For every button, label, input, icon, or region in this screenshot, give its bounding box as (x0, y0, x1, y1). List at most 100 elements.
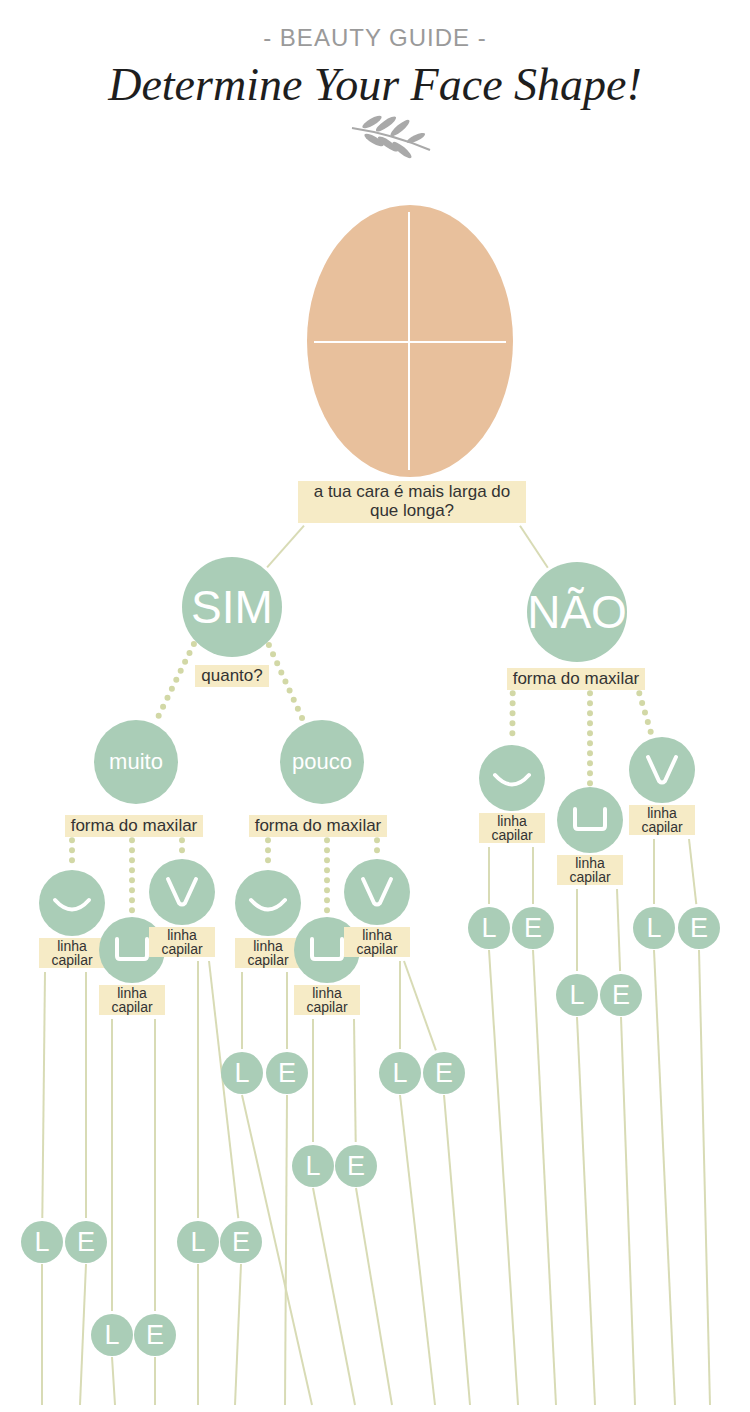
connector (324, 840, 330, 914)
connector (265, 840, 271, 867)
connector (689, 839, 696, 904)
choice-circle: L (468, 907, 510, 949)
circle-fill (512, 907, 554, 949)
connector (374, 840, 380, 856)
label-band: a tua cara é mais larga do que longa? (298, 481, 526, 522)
circle-fill (182, 557, 282, 657)
jaw-circle (557, 787, 623, 853)
circle-text: SIM (191, 584, 273, 630)
circle-fill (149, 859, 215, 925)
circle-fill (91, 1314, 133, 1356)
circle-text: L (569, 982, 584, 1009)
choice-circle: E (678, 907, 720, 949)
connector (509, 693, 515, 742)
jaw-shape-node: linha capilar (557, 787, 623, 886)
choice-circle: L (91, 1314, 133, 1356)
circle-text: E (77, 1229, 95, 1256)
choice-circle: L (633, 907, 675, 949)
choice-circle: E (600, 974, 642, 1016)
circle-fill (235, 870, 301, 936)
hairline-label: linha capilar (629, 805, 695, 835)
connector (312, 1019, 314, 1142)
jaw-shape-node: linha capilar (235, 870, 301, 969)
hairline-label: linha capilar (344, 927, 410, 957)
circle-text: L (34, 1229, 49, 1256)
circle-text: L (234, 1060, 249, 1087)
circle-fill (65, 1221, 107, 1263)
jaw-line (168, 879, 196, 905)
label-band: forma do maxilar (65, 815, 204, 838)
circle-text: NÃO (527, 589, 627, 635)
hairline-label: linha capilar (557, 855, 623, 885)
circle-text: pouco (292, 751, 352, 773)
circle-fill (177, 1221, 219, 1263)
connector (267, 526, 304, 568)
circle-fill (678, 907, 720, 949)
circle-fill (557, 787, 623, 853)
choice-circle: L (292, 1145, 334, 1187)
jaw-line (363, 879, 391, 905)
connector (156, 644, 194, 722)
leaf-icon (352, 113, 430, 160)
jaw-circle (344, 859, 410, 925)
page-title: Determine Your Face Shape! (0, 58, 750, 111)
band-text: forma do maxilar (513, 670, 640, 689)
connector (154, 1019, 156, 1311)
circle-fill (468, 907, 510, 949)
circle-fill (527, 562, 627, 662)
hairline-label: linha capilar (99, 985, 165, 1015)
jaw-shape-node: linha capilar (629, 737, 695, 836)
circle-text: E (435, 1060, 453, 1087)
circle-fill (379, 1052, 421, 1094)
connector (617, 889, 620, 971)
circle-fill (633, 907, 675, 949)
jaw-shape-node: linha capilar (149, 859, 215, 958)
jaw-line (312, 939, 342, 959)
connector (399, 961, 401, 1049)
jaw-line (117, 939, 147, 959)
circle-fill (479, 745, 545, 811)
jaw-line (648, 757, 676, 783)
circle-text: L (392, 1060, 407, 1087)
circle-text: E (278, 1060, 296, 1087)
choice-circle: L (177, 1221, 219, 1263)
circle-fill (335, 1145, 377, 1187)
label-band: forma do maxilar (249, 815, 388, 838)
connector (129, 840, 135, 914)
hairline-label: linha capilar (149, 927, 215, 957)
connector (179, 840, 185, 856)
circle-text: E (612, 982, 630, 1009)
choice-circle: L (379, 1052, 421, 1094)
circle-text: L (305, 1153, 320, 1180)
label-band: quanto? (195, 665, 268, 688)
circle-text: E (524, 915, 542, 942)
choice-circle: E (335, 1145, 377, 1187)
connector (587, 693, 593, 784)
jaw-circle (149, 859, 215, 925)
jaw-circle (629, 737, 695, 803)
circle-text: L (104, 1322, 119, 1349)
choice-circle: E (220, 1221, 262, 1263)
circle-fill (280, 720, 364, 804)
band-text: forma do maxilar (255, 817, 382, 836)
jaw-line (575, 809, 605, 829)
circle-fill (423, 1052, 465, 1094)
connector (639, 693, 652, 735)
circle-text: E (232, 1229, 250, 1256)
connector (197, 961, 199, 1218)
connector (576, 889, 578, 971)
hairline-label: linha capilar (294, 985, 360, 1015)
circle-fill (292, 1145, 334, 1187)
circle-text: E (690, 915, 708, 942)
choice-circle: L (21, 1221, 63, 1263)
choice-circle: L (221, 1052, 263, 1094)
circle-text: L (481, 915, 496, 942)
circle-fill (600, 974, 642, 1016)
choice-circle: E (266, 1052, 308, 1094)
connector (653, 839, 655, 904)
jaw-shape-node: linha capilar (479, 745, 545, 844)
circle-fill (220, 1221, 262, 1263)
circle-text: muito (109, 751, 163, 773)
circle-text: L (190, 1229, 205, 1256)
